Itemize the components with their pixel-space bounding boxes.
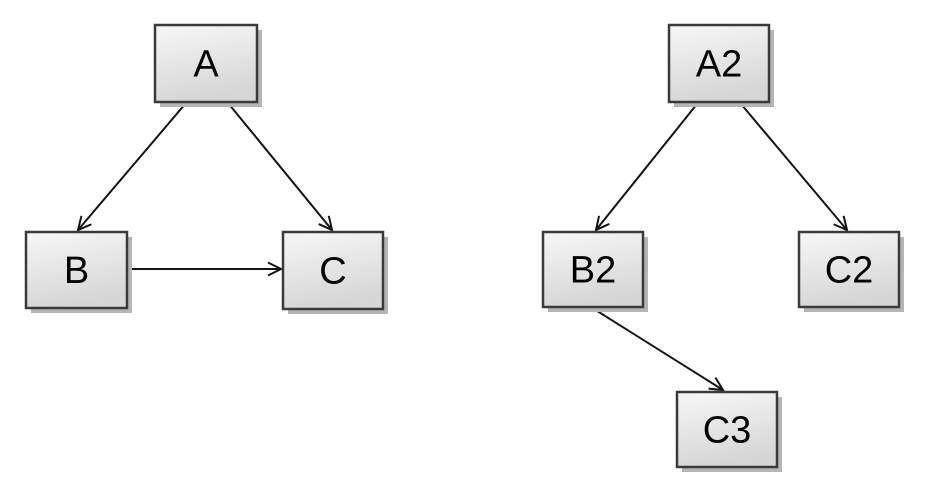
- node-A2[interactable]: A2: [667, 23, 774, 107]
- edge-A2-B2[interactable]: [594, 103, 698, 232]
- node-rect-B2[interactable]: [541, 230, 645, 309]
- node-C2[interactable]: C2: [797, 230, 904, 312]
- node-rect-A[interactable]: [153, 23, 259, 104]
- node-rect-C3[interactable]: [675, 390, 779, 469]
- node-A[interactable]: A: [153, 23, 262, 107]
- node-C[interactable]: C: [281, 230, 388, 314]
- node-B2[interactable]: B2: [541, 230, 648, 312]
- node-rect-A2[interactable]: [667, 23, 771, 104]
- node-rect-B[interactable]: [24, 230, 129, 310]
- edges-layer: [76, 102, 849, 392]
- edge-A2-C2[interactable]: [740, 103, 849, 232]
- node-B[interactable]: B: [24, 230, 132, 313]
- node-rect-C2[interactable]: [797, 230, 901, 309]
- edge-A-B[interactable]: [76, 102, 187, 232]
- edge-B2-C3[interactable]: [593, 308, 725, 392]
- edge-A-C[interactable]: [227, 102, 334, 232]
- node-C3[interactable]: C3: [675, 390, 782, 472]
- node-rect-C[interactable]: [281, 230, 385, 311]
